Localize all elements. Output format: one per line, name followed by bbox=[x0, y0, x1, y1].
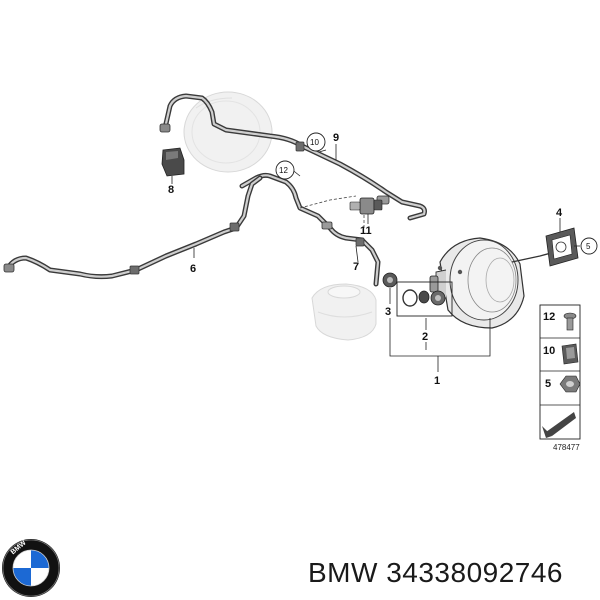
callout-6: 6 bbox=[190, 263, 196, 275]
clip-icon bbox=[561, 343, 579, 365]
svg-text:3: 3 bbox=[385, 306, 391, 318]
svg-text:12: 12 bbox=[543, 311, 555, 323]
part-number-caption: BMW 34338092746 bbox=[308, 557, 563, 588]
svg-text:11: 11 bbox=[360, 225, 372, 237]
svg-text:9: 9 bbox=[333, 132, 339, 144]
nut-icon bbox=[559, 375, 581, 393]
legend-item-5: 5 bbox=[545, 375, 581, 393]
callout-5: 5 bbox=[580, 237, 598, 255]
part-8-bracket bbox=[161, 147, 185, 177]
callout-4: 4 bbox=[556, 207, 563, 219]
svg-text:8: 8 bbox=[168, 184, 174, 196]
callout-10: 10 bbox=[306, 132, 326, 152]
part-3-grommet bbox=[382, 272, 398, 288]
part-1-brake-booster bbox=[429, 237, 575, 329]
callout-9: 9 bbox=[333, 132, 339, 144]
callout-12: 12 bbox=[275, 160, 295, 180]
svg-text:1: 1 bbox=[434, 375, 440, 387]
callout-3: 3 bbox=[385, 306, 391, 318]
svg-text:10: 10 bbox=[543, 345, 555, 357]
ghost-reservoir bbox=[311, 283, 377, 341]
legend-item-10: 10 bbox=[543, 343, 579, 365]
part-4-gasket bbox=[545, 227, 579, 267]
callout-8: 8 bbox=[168, 184, 174, 196]
part-11-check-valve bbox=[349, 197, 383, 215]
svg-text:6: 6 bbox=[190, 263, 196, 275]
document-number: 478477 bbox=[553, 443, 580, 452]
vacuum-line-long bbox=[3, 175, 263, 280]
callout-11: 11 bbox=[360, 225, 372, 237]
callout-1: 1 bbox=[434, 375, 440, 387]
svg-text:7: 7 bbox=[353, 261, 359, 273]
legend-orientation-arrow-icon bbox=[542, 412, 576, 438]
svg-text:5: 5 bbox=[545, 378, 551, 390]
callout-7: 7 bbox=[353, 261, 359, 273]
svg-text:4: 4 bbox=[556, 207, 563, 219]
bmw-logo: BMW bbox=[2, 539, 60, 597]
screw-icon bbox=[563, 312, 577, 331]
part-2-seal-kit bbox=[396, 281, 453, 317]
vacuum-hose-middle bbox=[239, 172, 381, 287]
svg-text:12: 12 bbox=[279, 166, 288, 175]
svg-text:2: 2 bbox=[422, 331, 428, 343]
svg-text:5: 5 bbox=[586, 242, 591, 251]
callout-2: 2 bbox=[422, 331, 428, 343]
parts-legend: 12 10 5 bbox=[539, 304, 581, 440]
svg-text:10: 10 bbox=[310, 138, 319, 147]
vacuum-hose-upper bbox=[159, 93, 427, 221]
legend-item-12: 12 bbox=[543, 311, 577, 331]
leader-lines bbox=[171, 144, 580, 372]
